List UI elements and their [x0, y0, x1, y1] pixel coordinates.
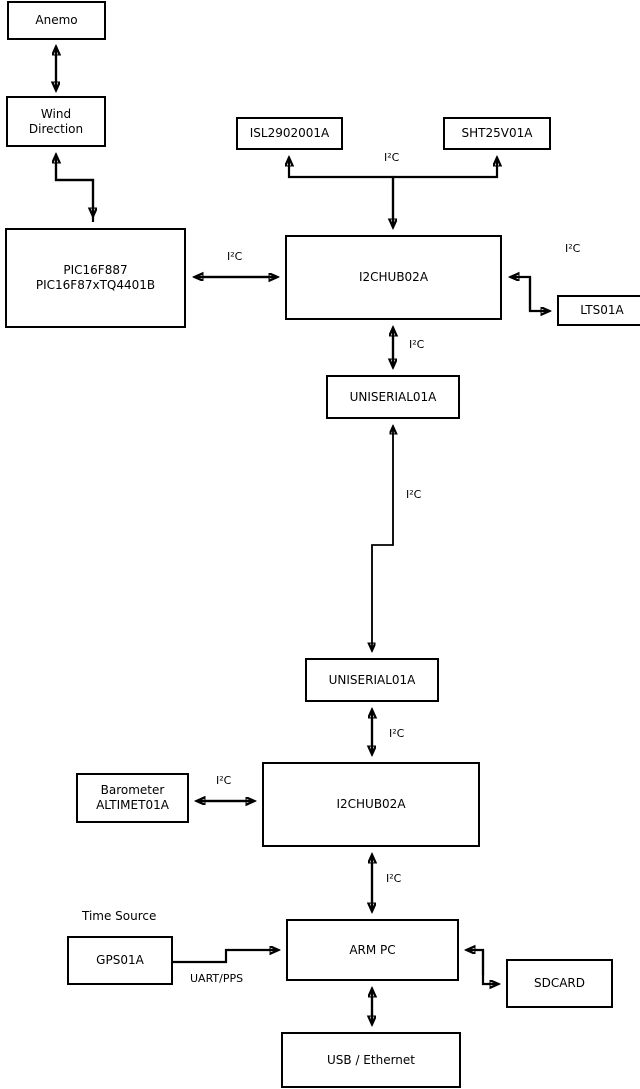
- node-lts01a[interactable]: LTS01A: [557, 295, 640, 326]
- wire-sdcard-armpc: [467, 950, 485, 975]
- node-i2chub02a-bottom[interactable]: I2CHUB02A: [262, 762, 480, 847]
- node-pic-microcontroller[interactable]: PIC16F887 PIC16F87xTQ4401B: [5, 228, 186, 328]
- edge-label-i2c-barometer-hub: I²C: [216, 774, 232, 787]
- node-sdcard[interactable]: SDCARD: [506, 959, 613, 1008]
- wire-armpc-sdcard: [481, 950, 498, 984]
- wire-pic-wind: [56, 155, 95, 222]
- wire-hubtop-bus: [289, 158, 395, 227]
- edge-label-i2c-uniserial-link: I²C: [406, 488, 422, 501]
- wire-bus-sht: [393, 158, 497, 179]
- edge-label-i2c-pic-hub: I²C: [227, 250, 243, 263]
- wire-uniserial-link-down: [372, 427, 394, 650]
- edge-label-i2c-sensors-hub: I²C: [384, 151, 400, 164]
- edge-label-i2c-uniserial-hub2: I²C: [389, 727, 405, 740]
- edge-label-uart-pps: UART/PPS: [190, 972, 244, 985]
- node-i2chub02a-top[interactable]: I2CHUB02A: [285, 235, 502, 320]
- wire-gps-armpc: [173, 950, 278, 964]
- node-sht25v01a[interactable]: SHT25V01A: [443, 117, 551, 150]
- wire-hubtop-lts: [528, 277, 549, 311]
- wire-wind-pic: [54, 160, 93, 216]
- edge-label-i2c-hub2-armpc: I²C: [386, 872, 402, 885]
- node-uniserial01a-upper[interactable]: UNISERIAL01A: [326, 375, 460, 419]
- wire-lts-hubtop: [511, 277, 532, 311]
- edge-label-i2c-hub-lts: I²C: [565, 242, 581, 255]
- node-anemo[interactable]: Anemo: [7, 1, 106, 40]
- node-isl2902001a[interactable]: ISL2902001A: [236, 117, 343, 150]
- node-wind-direction[interactable]: Wind Direction: [6, 96, 106, 147]
- node-usb-ethernet[interactable]: USB / Ethernet: [281, 1032, 461, 1088]
- node-uniserial01a-lower[interactable]: UNISERIAL01A: [305, 658, 439, 702]
- node-arm-pc[interactable]: ARM PC: [286, 919, 459, 981]
- edge-label-i2c-hub-uniserial: I²C: [409, 338, 425, 351]
- node-gps01a[interactable]: GPS01A: [67, 936, 173, 985]
- wire-uniserial-link-up: [371, 427, 393, 650]
- label-time-source: Time Source: [82, 909, 157, 923]
- node-barometer-altimet01a[interactable]: Barometer ALTIMET01A: [76, 773, 189, 823]
